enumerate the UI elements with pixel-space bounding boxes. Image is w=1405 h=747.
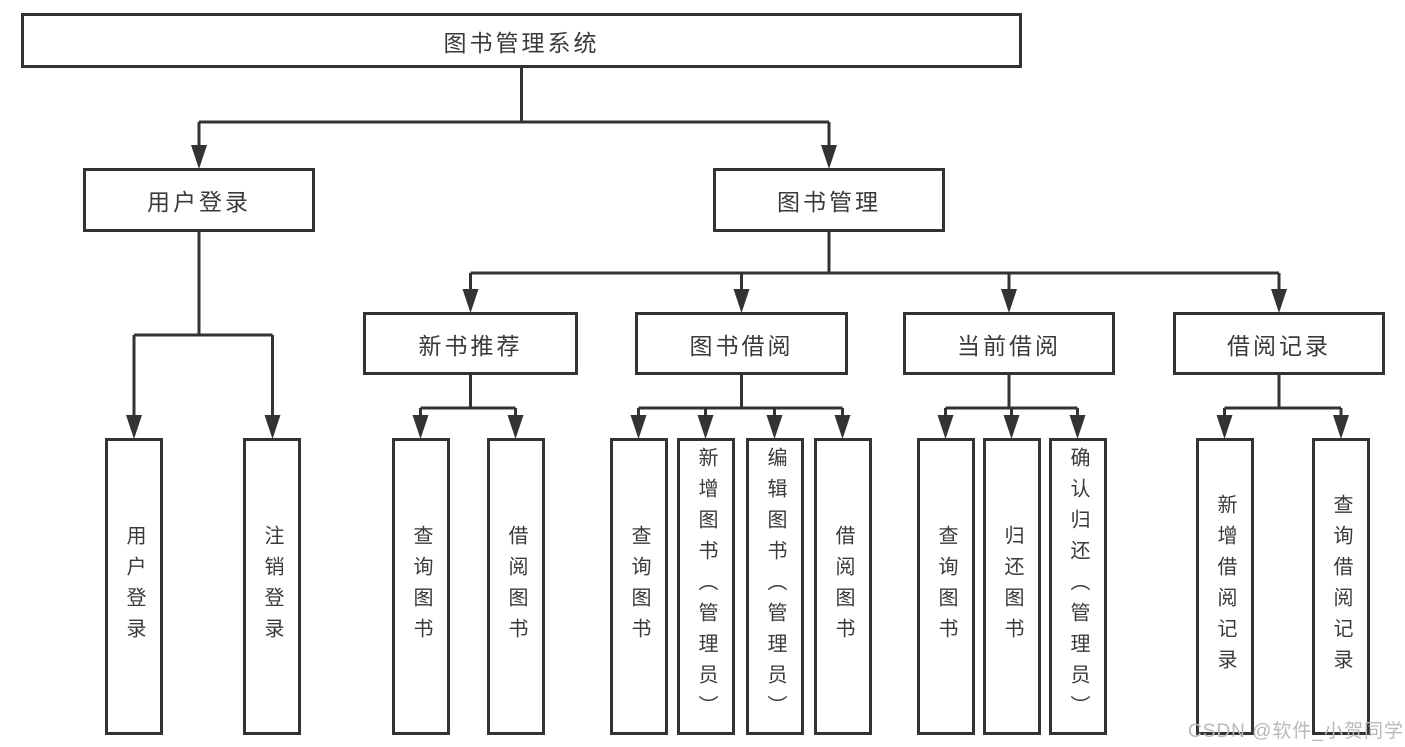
node-leaf-logout-label: 注销登录 [261, 524, 283, 649]
node-user-login: 用户登录 [83, 168, 315, 232]
node-leaf-nbr-query-books-label: 查询图书 [410, 524, 432, 649]
node-current-borrowing: 当前借阅 [903, 312, 1115, 375]
node-leaf-bb-add-books-label: 新增图书（管理员） [695, 447, 717, 726]
node-leaf-bb-query-books: 查询图书 [610, 438, 668, 735]
node-leaf-bb-query-books-label: 查询图书 [628, 524, 650, 649]
node-root: 图书管理系统 [21, 13, 1022, 68]
node-leaf-br-query-record: 查询借阅记录 [1312, 438, 1370, 735]
node-book-borrowing-label: 图书借阅 [689, 332, 794, 359]
node-leaf-cb-confirm-return: 确认归还（管理员） [1049, 438, 1107, 735]
node-leaf-br-add-record-label: 新增借阅记录 [1214, 493, 1236, 680]
node-leaf-user-login: 用户登录 [105, 438, 163, 735]
node-book-borrowing: 图书借阅 [635, 312, 848, 375]
node-book-management: 图书管理 [713, 168, 945, 232]
node-leaf-cb-return-books: 归还图书 [983, 438, 1041, 735]
arrowheads [126, 145, 1349, 439]
node-leaf-bb-borrow-books-label: 借阅图书 [832, 524, 854, 649]
node-leaf-bb-edit-books: 编辑图书（管理员） [746, 438, 804, 735]
node-leaf-cb-return-books-label: 归还图书 [1001, 524, 1023, 649]
node-leaf-bb-borrow-books: 借阅图书 [814, 438, 872, 735]
node-leaf-cb-query-books-label: 查询图书 [935, 524, 957, 649]
node-current-borrowing-label: 当前借阅 [957, 332, 1061, 359]
node-new-book-recommend: 新书推荐 [363, 312, 578, 375]
node-leaf-cb-confirm-return-label: 确认归还（管理员） [1067, 447, 1089, 726]
node-root-label: 图书管理系统 [443, 29, 600, 56]
node-book-management-label: 图书管理 [777, 189, 881, 215]
node-leaf-cb-query-books: 查询图书 [917, 438, 975, 735]
node-borrowing-records-label: 借阅记录 [1227, 332, 1331, 359]
node-new-book-recommend-label: 新书推荐 [418, 332, 523, 359]
node-leaf-br-query-record-label: 查询借阅记录 [1330, 493, 1352, 680]
node-borrowing-records: 借阅记录 [1173, 312, 1385, 375]
node-leaf-user-login-label: 用户登录 [123, 524, 145, 649]
csdn-watermark: CSDN @软件_小贺同学 [1188, 721, 1404, 742]
node-leaf-nbr-borrow-books-label: 借阅图书 [505, 524, 527, 649]
node-leaf-bb-add-books: 新增图书（管理员） [677, 438, 735, 735]
node-leaf-nbr-borrow-books: 借阅图书 [487, 438, 545, 735]
node-leaf-nbr-query-books: 查询图书 [392, 438, 450, 735]
node-leaf-bb-edit-books-label: 编辑图书（管理员） [764, 447, 786, 726]
node-leaf-logout: 注销登录 [243, 438, 301, 735]
node-leaf-br-add-record: 新增借阅记录 [1196, 438, 1254, 735]
node-user-login-label: 用户登录 [147, 189, 251, 215]
